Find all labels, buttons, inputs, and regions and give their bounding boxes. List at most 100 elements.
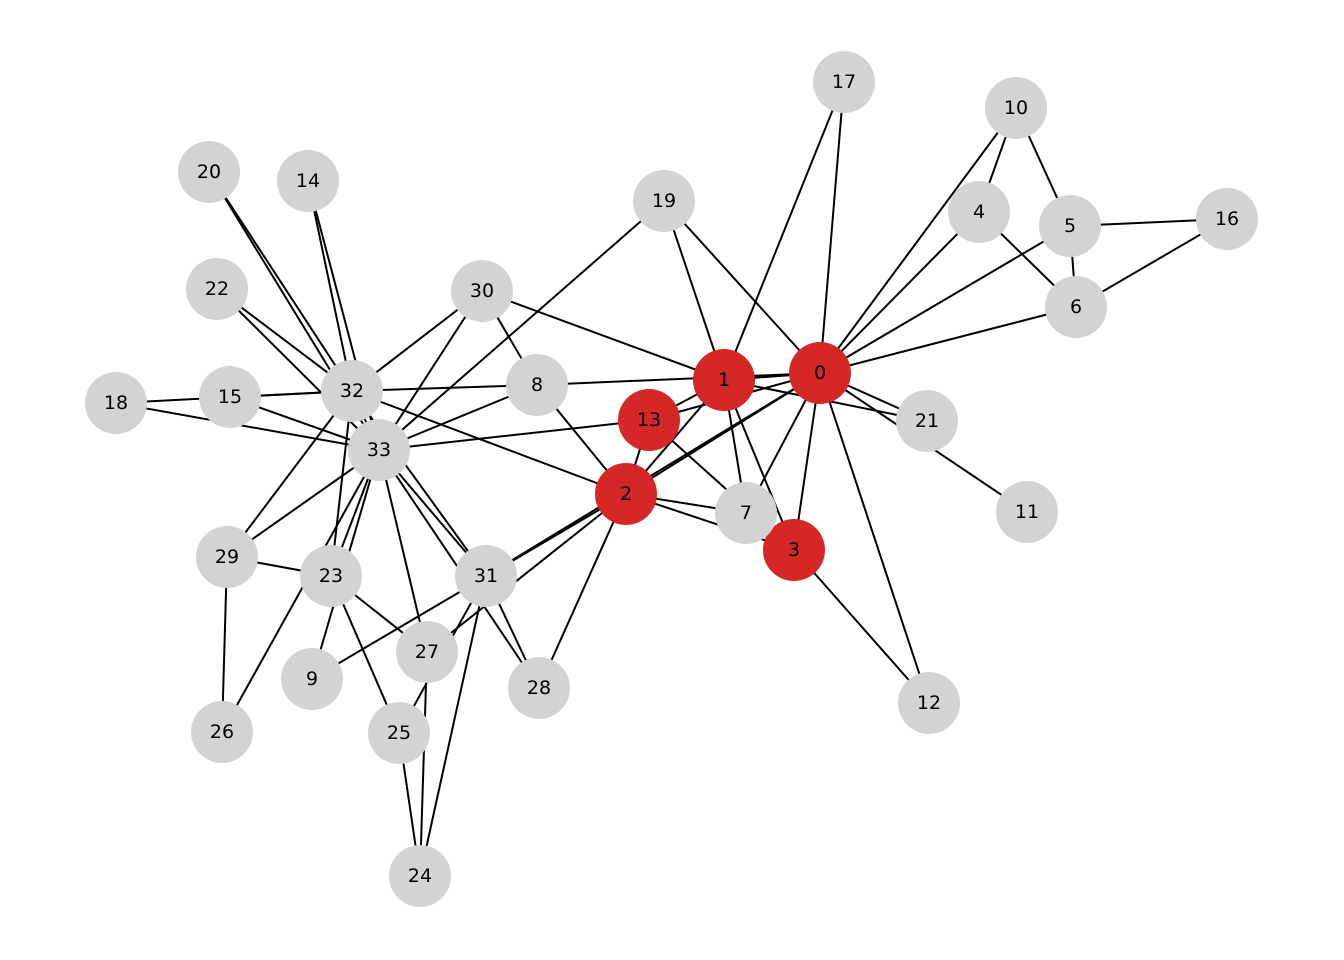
node-24[interactable]: 24 (389, 845, 451, 907)
edge-13-33 (378, 419, 650, 451)
node-9[interactable]: 9 (281, 648, 343, 710)
node-14[interactable]: 14 (277, 150, 339, 212)
node-circle[interactable] (633, 170, 695, 232)
node-2[interactable]: 2 (595, 463, 657, 525)
edge-2-32 (351, 390, 627, 495)
node-13[interactable]: 13 (618, 389, 680, 451)
node-19[interactable]: 19 (633, 170, 695, 232)
edge-24-27 (419, 651, 428, 877)
node-circle[interactable] (451, 260, 513, 322)
node-circle[interactable] (1196, 188, 1258, 250)
node-22[interactable]: 22 (186, 258, 248, 320)
edge-0-31 (485, 372, 821, 577)
node-label: 1 (718, 369, 730, 391)
node-circle[interactable] (455, 545, 517, 607)
edge-0-12 (819, 372, 930, 704)
node-circle[interactable] (348, 419, 410, 481)
edge-14-32 (307, 180, 353, 392)
node-7[interactable]: 7 (715, 482, 777, 544)
node-circle[interactable] (199, 366, 261, 428)
node-circle[interactable] (300, 545, 362, 607)
node-circle[interactable] (196, 526, 258, 588)
node-21[interactable]: 21 (896, 390, 958, 452)
node-circle[interactable] (277, 150, 339, 212)
node-label: 31 (474, 565, 498, 587)
node-circle[interactable] (763, 519, 825, 581)
edge-31-32 (351, 390, 487, 577)
node-circle[interactable] (368, 702, 430, 764)
node-circle[interactable] (281, 648, 343, 710)
node-12[interactable]: 12 (898, 672, 960, 734)
edge-19-33 (378, 200, 665, 451)
node-circle[interactable] (506, 354, 568, 416)
node-circle[interactable] (389, 845, 451, 907)
node-circle[interactable] (1039, 195, 1101, 257)
node-30[interactable]: 30 (451, 260, 513, 322)
node-17[interactable]: 17 (813, 51, 875, 113)
node-circle[interactable] (321, 360, 383, 422)
node-label: 32 (340, 380, 364, 402)
edge-26-33 (221, 449, 380, 733)
node-label: 7 (740, 502, 752, 524)
node-0[interactable]: 0 (789, 342, 851, 404)
node-circle[interactable] (948, 181, 1010, 243)
node-circle[interactable] (985, 77, 1047, 139)
node-label: 28 (527, 677, 551, 699)
node-20[interactable]: 20 (178, 141, 240, 203)
node-label: 27 (415, 641, 439, 663)
node-circle[interactable] (898, 672, 960, 734)
node-circle[interactable] (996, 481, 1058, 543)
node-6[interactable]: 6 (1045, 276, 1107, 338)
node-circle[interactable] (186, 258, 248, 320)
edge-29-32 (226, 390, 353, 558)
node-25[interactable]: 25 (368, 702, 430, 764)
edge-18-33 (115, 402, 380, 451)
node-circle[interactable] (715, 482, 777, 544)
node-18[interactable]: 18 (85, 372, 147, 434)
node-label: 19 (652, 190, 676, 212)
node-15[interactable]: 15 (199, 366, 261, 428)
node-label: 9 (306, 668, 318, 690)
node-label: 13 (637, 409, 661, 431)
node-circle[interactable] (789, 342, 851, 404)
edge-2-28 (538, 493, 627, 689)
node-label: 4 (973, 201, 985, 223)
node-10[interactable]: 10 (985, 77, 1047, 139)
node-5[interactable]: 5 (1039, 195, 1101, 257)
node-label: 6 (1070, 296, 1082, 318)
node-circle[interactable] (396, 621, 458, 683)
node-8[interactable]: 8 (506, 354, 568, 416)
node-circle[interactable] (595, 463, 657, 525)
node-4[interactable]: 4 (948, 181, 1010, 243)
node-29[interactable]: 29 (196, 526, 258, 588)
edge-24-31 (419, 575, 487, 877)
node-circle[interactable] (191, 701, 253, 763)
node-label: 23 (319, 565, 343, 587)
node-32[interactable]: 32 (321, 360, 383, 422)
node-31[interactable]: 31 (455, 545, 517, 607)
node-23[interactable]: 23 (300, 545, 362, 607)
node-label: 8 (531, 374, 543, 396)
node-circle[interactable] (508, 657, 570, 719)
node-1[interactable]: 1 (693, 349, 755, 411)
node-label: 16 (1215, 208, 1239, 230)
node-circle[interactable] (1045, 276, 1107, 338)
node-16[interactable]: 16 (1196, 188, 1258, 250)
node-circle[interactable] (85, 372, 147, 434)
node-label: 0 (814, 362, 826, 384)
node-28[interactable]: 28 (508, 657, 570, 719)
node-3[interactable]: 3 (763, 519, 825, 581)
node-circle[interactable] (813, 51, 875, 113)
node-circle[interactable] (896, 390, 958, 452)
node-circle[interactable] (618, 389, 680, 451)
node-circle[interactable] (178, 141, 240, 203)
node-26[interactable]: 26 (191, 701, 253, 763)
node-27[interactable]: 27 (396, 621, 458, 683)
node-33[interactable]: 33 (348, 419, 410, 481)
edge-1-17 (723, 81, 845, 381)
node-label: 3 (788, 539, 800, 561)
edge-0-8 (536, 372, 821, 386)
node-11[interactable]: 11 (996, 481, 1058, 543)
node-circle[interactable] (693, 349, 755, 411)
